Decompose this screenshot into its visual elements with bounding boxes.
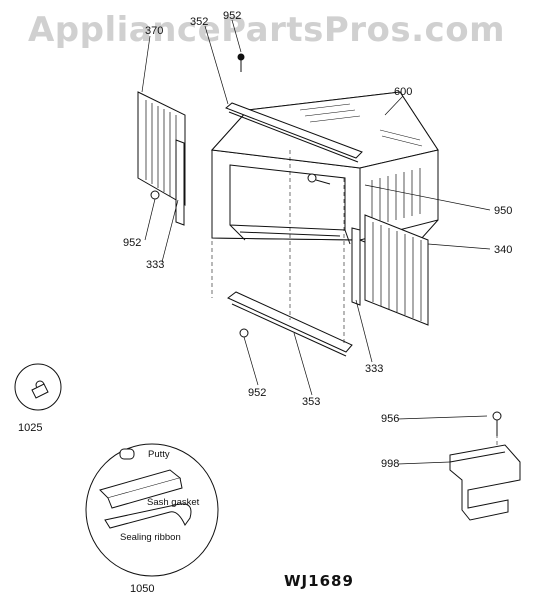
callout-600: 600 [394,86,412,98]
callout-353: 353 [302,396,320,408]
callout-956: 956 [381,413,399,425]
label-sash-gasket: Sash gasket [147,497,200,508]
right-rail[interactable] [351,227,361,306]
installation-kit-1050[interactable] [85,443,219,577]
cabinet[interactable] [210,91,439,259]
screw-952-left[interactable] [150,190,160,200]
screw-952-bottom[interactable] [239,328,249,338]
callout-952-top: 952 [223,10,241,22]
clip-1025[interactable] [14,363,62,411]
bracket-998[interactable] [449,444,521,521]
callout-333-left: 333 [146,259,164,271]
callout-333-right: 333 [365,363,383,375]
callout-998: 998 [381,458,399,470]
bottom-rail[interactable] [227,291,353,357]
screw-950[interactable] [307,173,331,185]
callout-1050: 1050 [130,583,154,595]
screw-952-top[interactable] [237,53,245,72]
left-side-panel[interactable] [137,91,186,206]
callout-1025: 1025 [18,422,42,434]
callout-952-bottom: 952 [248,387,266,399]
callout-352: 352 [190,16,208,28]
label-putty: Putty [148,449,170,460]
label-sealing-ribbon: Sealing ribbon [120,532,181,543]
callout-370: 370 [145,25,163,37]
top-rail[interactable] [225,102,363,163]
model-number: WJ1689 [284,572,354,590]
right-side-panel[interactable] [364,214,429,326]
callout-950: 950 [494,205,512,217]
callout-340: 340 [494,244,512,256]
callout-952-left: 952 [123,237,141,249]
left-rail[interactable] [175,139,185,226]
screw-956[interactable] [492,411,502,436]
